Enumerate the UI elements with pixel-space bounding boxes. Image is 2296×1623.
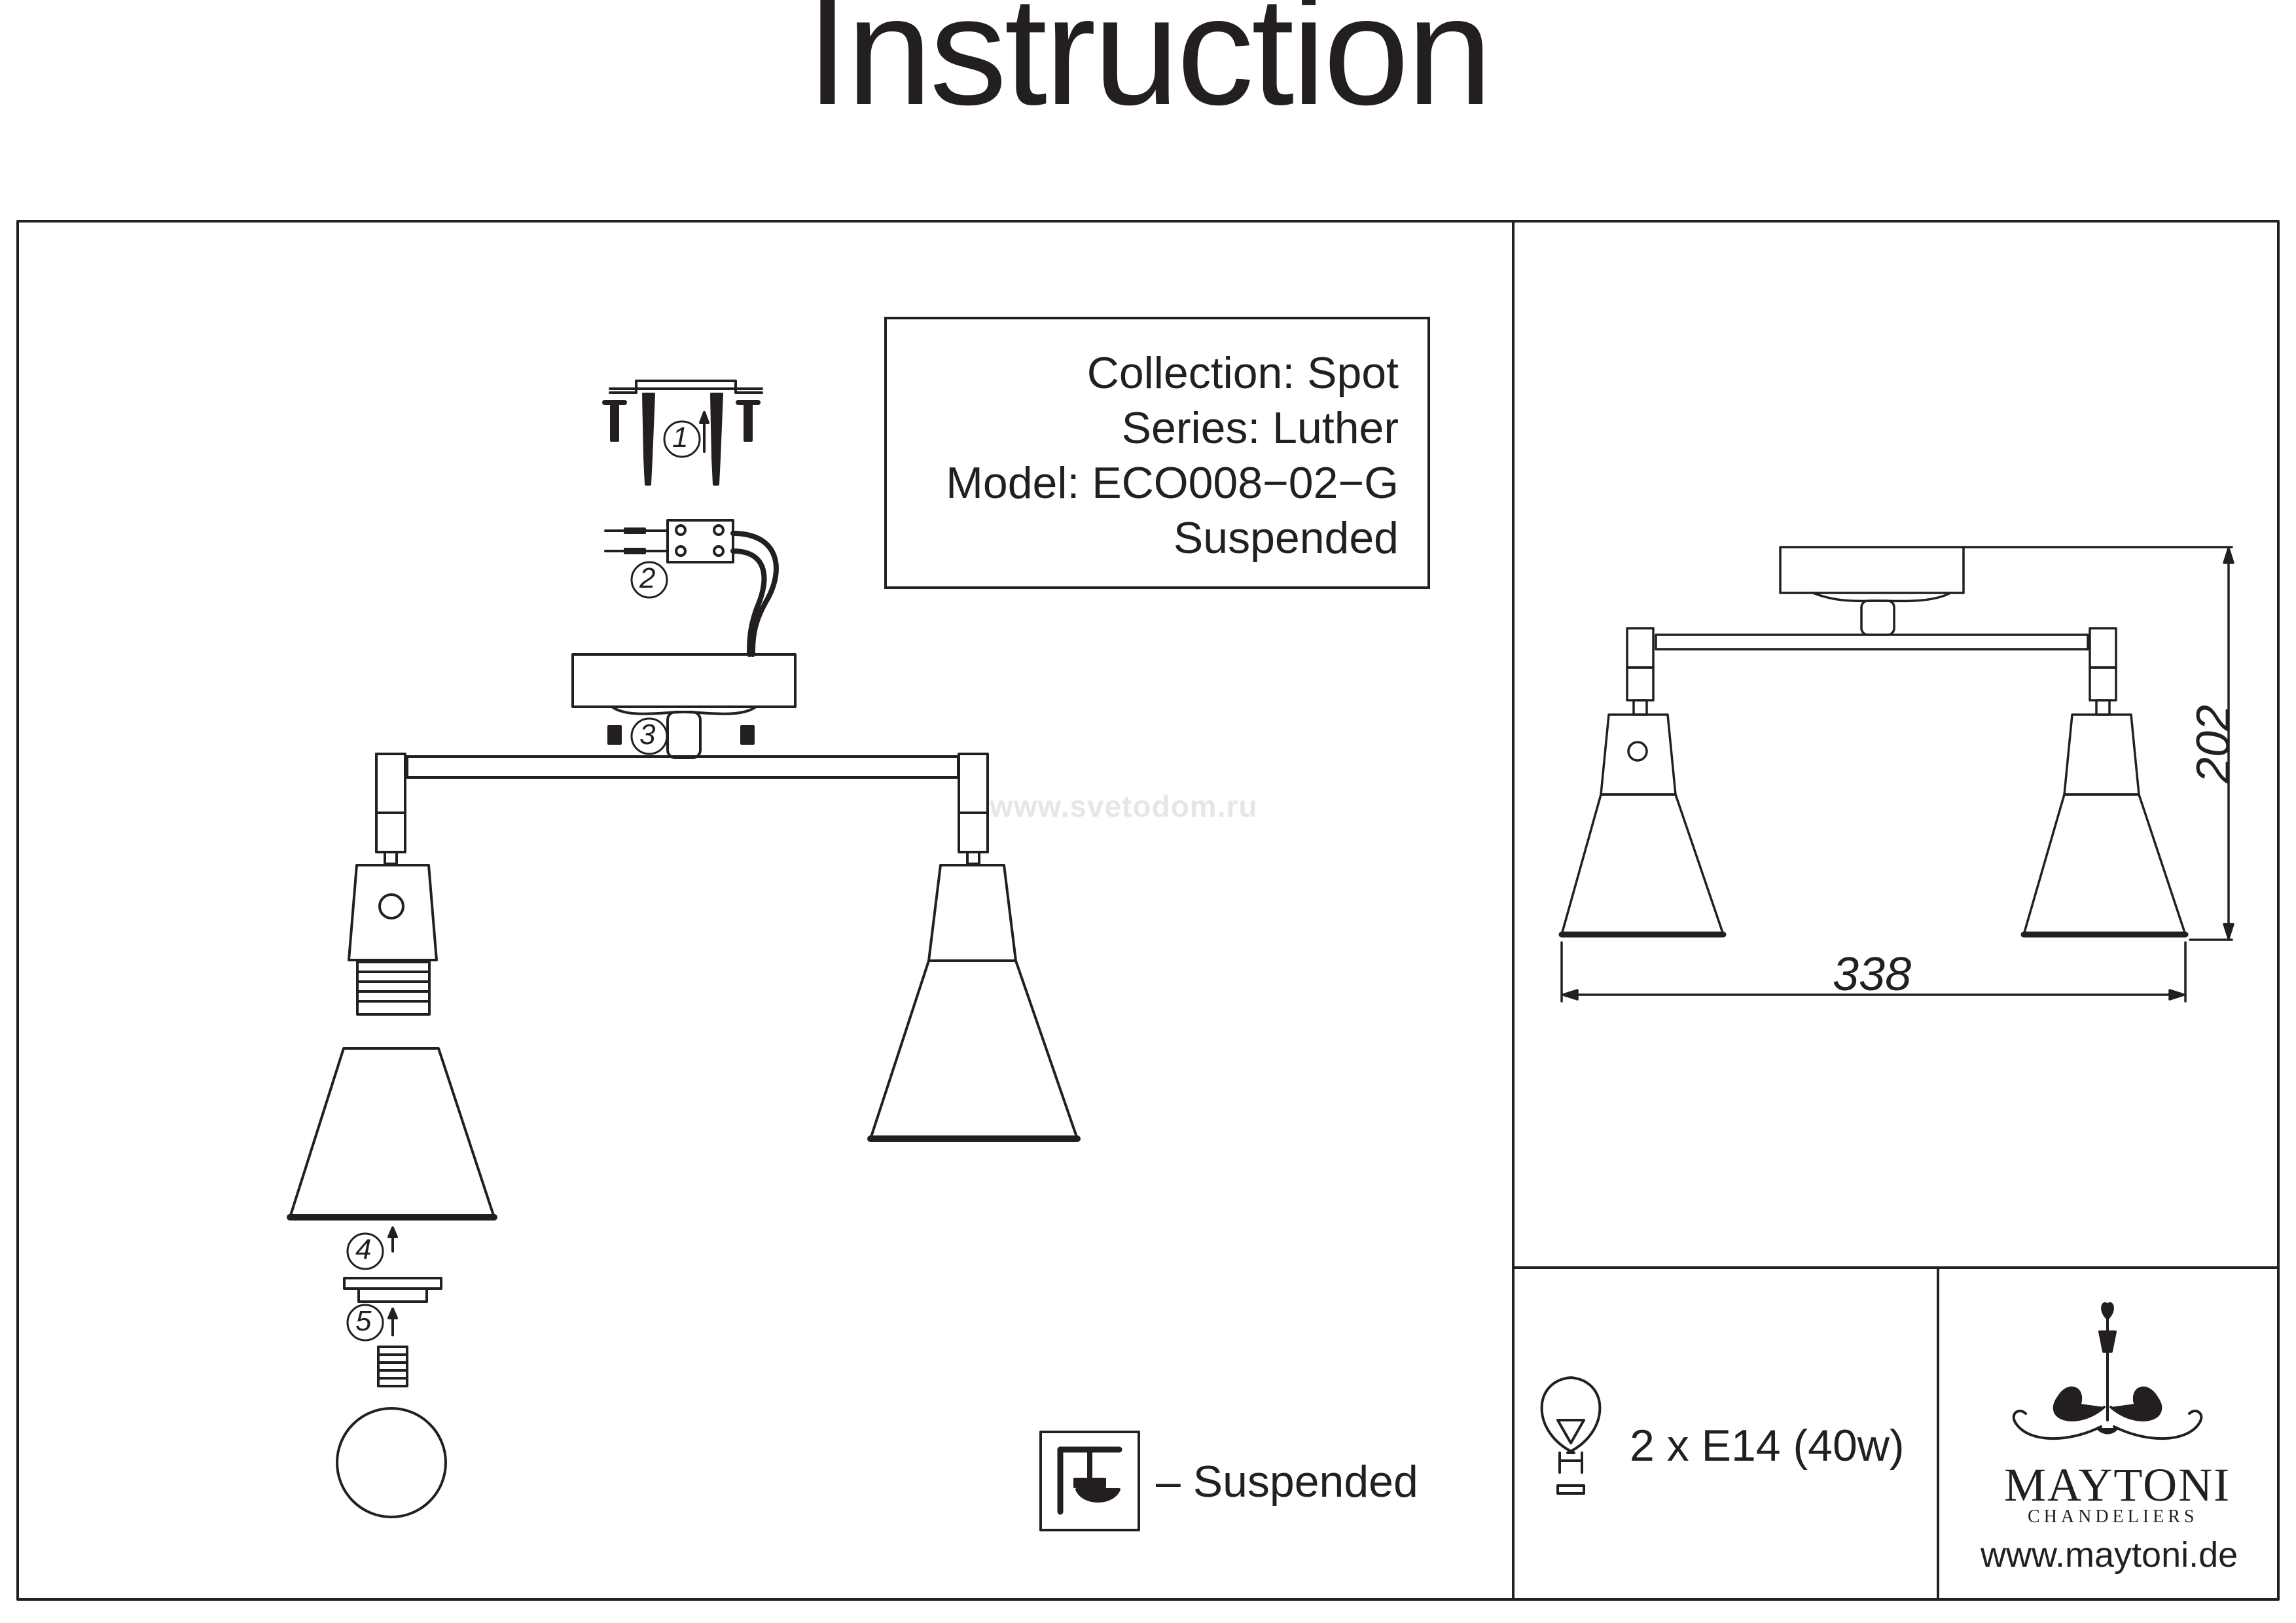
dimension-drawing <box>1558 546 2234 1003</box>
mounting-bracket-hardware <box>602 380 763 486</box>
step-markers <box>346 420 701 1342</box>
suspended-legend-label: – Suspended <box>1156 1457 1418 1507</box>
page-title: Instruction <box>806 0 1493 137</box>
step-3-label: 3 <box>639 719 656 751</box>
step-2-label: 2 <box>639 562 656 594</box>
step-4-label: 4 <box>355 1234 372 1266</box>
brand-name: MAYTONI <box>2004 1459 2231 1511</box>
step-1-label: 1 <box>672 421 689 454</box>
fixture-arm <box>375 753 989 865</box>
step-5-label: 5 <box>355 1305 372 1337</box>
brand-tagline: CHANDELIERS <box>2028 1507 2198 1527</box>
panel-frames <box>16 220 2280 1601</box>
series-label: Series: Luther <box>1121 403 1399 453</box>
bulb-icon <box>1540 1376 1602 1495</box>
maytoni-logo <box>2012 1302 2203 1440</box>
left-shade-exploded <box>287 864 497 1518</box>
height-dimension: 202 <box>2187 704 2240 784</box>
ceiling-canopy <box>571 653 797 759</box>
collection-label: Collection: Spot <box>1086 348 1399 398</box>
watermark: www.svetodom.ru <box>990 789 1258 823</box>
product-info-box: Collection: Spot Series: Luther Model: E… <box>884 317 1430 589</box>
width-dimension: 338 <box>1833 948 1912 1001</box>
bulb-spec: 2 x E14 (40w) <box>1630 1421 1905 1471</box>
suspended-mount-icon <box>1039 1431 1140 1531</box>
right-shade <box>867 864 1081 1142</box>
terminal-block <box>604 519 779 657</box>
model-label: Model: ECO008−02−G <box>946 458 1399 508</box>
brand-website: www.maytoni.de <box>1981 1535 2238 1575</box>
mount-type-label: Suspended <box>1173 513 1399 563</box>
